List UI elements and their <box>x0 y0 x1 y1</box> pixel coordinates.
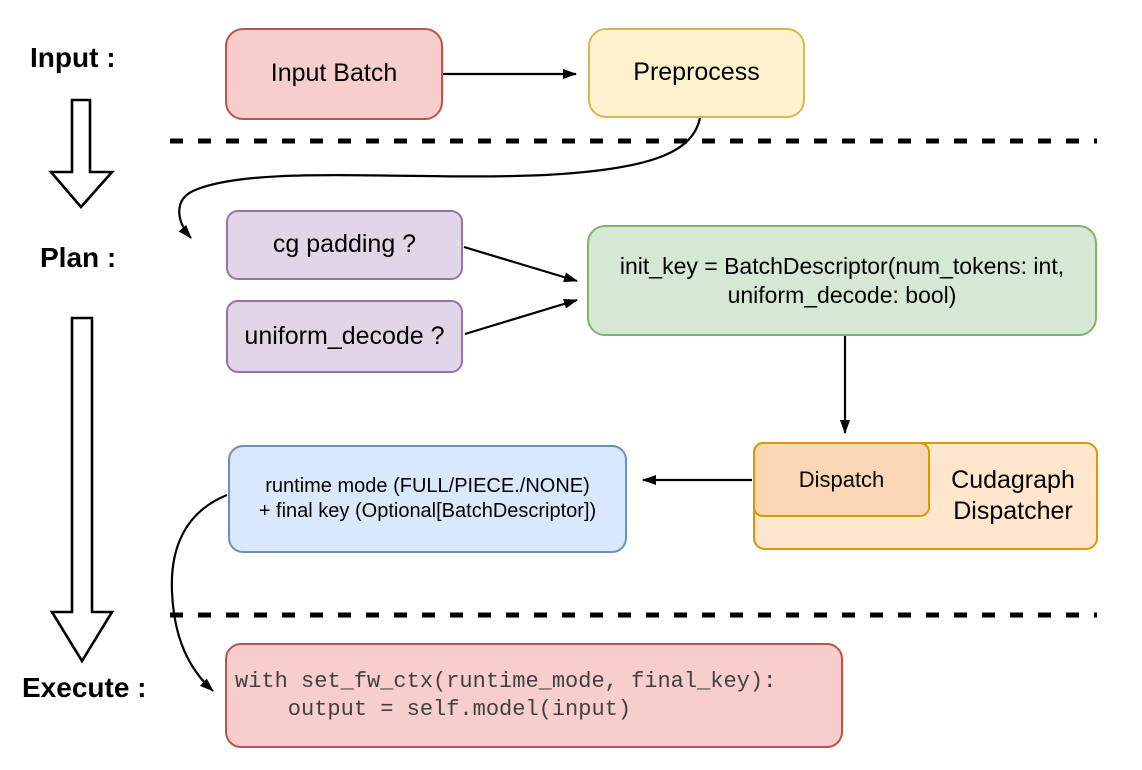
exec-code-line1: with set_fw_ctx(runtime_mode, final_key)… <box>235 668 777 694</box>
arrow-uniformdecode-to-initkey <box>464 298 578 336</box>
arrow-cgpadding-to-initkey <box>463 245 578 283</box>
node-init-key-line2: uniform_decode: bool) <box>727 281 957 308</box>
dispatcher-label-line2: Dispatcher <box>953 497 1073 525</box>
node-runtime-mode-line1: runtime mode (FULL/PIECE./NONE) <box>265 475 590 497</box>
dispatcher-label-line1: Cudagraph <box>951 465 1075 494</box>
node-runtime-mode: runtime mode (FULL/PIECE./NONE) + final … <box>228 445 627 553</box>
node-cudagraph-dispatcher-label: Cudagraph Dispatcher <box>928 452 1098 540</box>
node-uniform-decode-label: uniform_decode ? <box>244 321 445 350</box>
arrow-runtimemode-to-execcode <box>170 493 228 692</box>
node-runtime-mode-line2: + final key (Optional[BatchDescriptor]) <box>258 500 597 522</box>
node-init-key: init_key = BatchDescriptor(num_tokens: i… <box>587 225 1097 336</box>
node-cg-padding-label: cg padding ? <box>272 230 417 259</box>
node-cg-padding: cg padding ? <box>226 210 463 280</box>
block-arrow-input-to-plan <box>48 98 115 209</box>
node-dispatch-label: Dispatch <box>798 466 885 492</box>
exec-code-line2: output = self.model(input) <box>235 696 632 722</box>
node-input-batch-label: Input Batch <box>270 59 398 88</box>
node-preprocess: Preprocess <box>588 28 805 118</box>
stage-label-plan: Plan : <box>40 242 117 273</box>
stage-label-input: Input : <box>30 42 116 73</box>
node-init-key-line1: init_key = BatchDescriptor(num_tokens: i… <box>619 252 1065 279</box>
node-dispatch: Dispatch <box>753 442 930 517</box>
node-exec-code: with set_fw_ctx(runtime_mode, final_key)… <box>225 643 843 748</box>
node-preprocess-label: Preprocess <box>633 58 760 87</box>
node-uniform-decode: uniform_decode ? <box>226 300 463 373</box>
node-input-batch: Input Batch <box>225 28 443 120</box>
stage-label-execute: Execute : <box>22 672 147 703</box>
block-arrow-plan-to-execute <box>49 316 115 664</box>
